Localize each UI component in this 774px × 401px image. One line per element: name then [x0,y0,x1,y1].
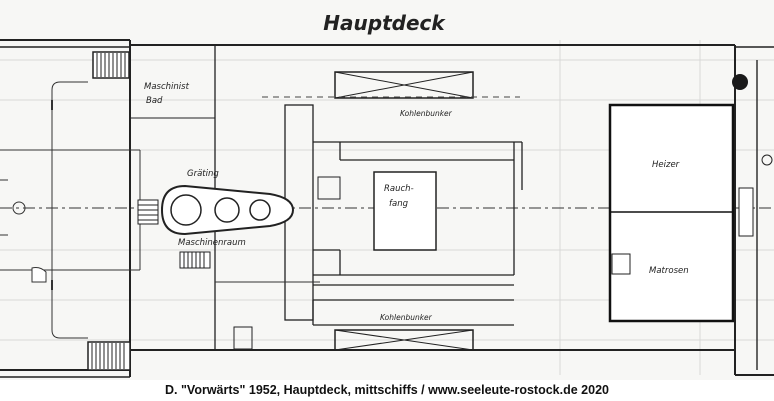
coal-bunker-top-hatch [334,71,474,99]
label-kohlenbunker-bottom: Kohlenbunker [380,313,433,322]
starboard-round-fitting [761,154,773,166]
port-round-fitting [12,201,26,215]
stairs-bottom-left [87,341,131,371]
deck-plan-drawing: Hauptdeck [0,11,774,378]
starboard-door [738,187,754,237]
locker [611,253,631,275]
bollard-fitting [732,74,748,90]
label-bad: Bad [146,96,163,106]
port-railing [51,81,88,339]
funnel-box [373,171,437,251]
ventilator-grille-left [137,199,159,225]
label-kohlenbunker-top: Kohlenbunker [400,109,453,118]
label-heizer: Heizer [652,160,680,170]
label-matrosen: Matrosen [649,266,689,276]
small-hatch [317,176,341,200]
crew-quarters [608,103,735,323]
label-maschinist: Maschinist [144,82,190,92]
small-cabinet [233,326,253,350]
label-fang: fang [389,199,409,209]
label-graeting: Gräting [187,169,219,179]
ventilator-grille-below [179,251,211,269]
plan-title: Hauptdeck [323,11,446,35]
label-rauch: Rauch- [384,184,414,194]
stairs-top-left [92,51,130,79]
grating-engine-skylight [160,184,295,236]
figure-caption: D. "Vorwärts" 1952, Hauptdeck, mittschif… [165,383,609,397]
coal-bunker-bottom-hatch [334,329,474,351]
toilet-fixture [31,267,47,283]
label-maschinenraum: Maschinenraum [178,238,246,248]
